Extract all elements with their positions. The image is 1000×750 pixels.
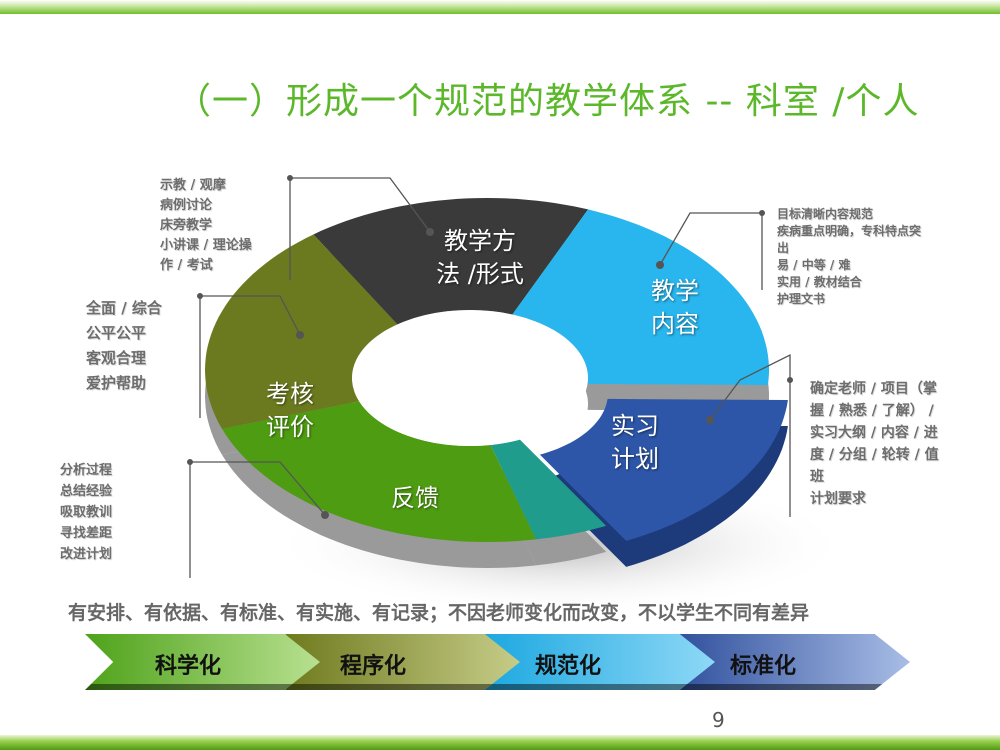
process-step-2: 程序化: [285, 634, 520, 690]
process-step-label: 规范化: [535, 654, 602, 679]
note-teaching-method: 示教 / 观摩 病例讨论 床旁教学 小讲课 / 理论操 作 / 考试: [160, 178, 252, 273]
segment-label-assessment: 考核评价: [245, 378, 335, 444]
connector-lines: [189, 177, 791, 578]
note-teaching-content: 目标清晰内容规范 疾病重点明确，专科特点突 出 易 / 中等 / 难 实用 / …: [777, 207, 922, 306]
label-line: 考核: [266, 380, 314, 408]
label-line: 教学方: [444, 227, 516, 255]
donut-hole: [352, 310, 588, 446]
donut-segment-teal: [490, 439, 607, 540]
process-step-1: 科学化: [85, 634, 320, 690]
donut-segment-teaching-content: [512, 209, 769, 385]
page-number: 9: [712, 708, 725, 732]
segment-label-teaching-content: 教学内容: [630, 275, 720, 341]
process-step-label: 标准化: [730, 654, 797, 679]
bottom-decor-bar: [0, 735, 1000, 750]
top-decor-bar: [0, 0, 1000, 14]
slide-title: （一）形成一个规范的教学体系 -- 科室 /个人: [175, 81, 920, 122]
note-assessment: 全面 / 综合 公平公平 客观合理 爱护帮助: [86, 299, 162, 392]
donut-segment-teaching-method: [313, 198, 589, 325]
summary-text: 有安排、有依据、有标准、有实施、有记录；不因老师变化而改变，不以学生不同有差异: [68, 602, 810, 624]
segment-label-internship-plan: 实习计划: [590, 410, 680, 476]
process-step-label: 程序化: [340, 654, 407, 679]
note-internship-plan: 确定老师 / 项目（掌 握 / 熟悉 / 了解） / 实习大纲 / 内容 / 进…: [810, 381, 939, 507]
label-line: 法 /形式: [436, 260, 524, 288]
label-line: 教学: [651, 277, 699, 305]
label-line: 评价: [266, 413, 314, 441]
label-line: 计划: [611, 445, 659, 473]
label-line: 内容: [651, 310, 699, 338]
connector-dots: [187, 175, 793, 519]
segment-label-teaching-method: 教学方法 /形式: [420, 225, 540, 291]
note-feedback: 分析过程 总结经验 吸取教训 寻找差距 改进计划: [60, 463, 113, 562]
label-line: 反馈: [391, 484, 439, 512]
donut-segment-internship-plan: [539, 398, 788, 541]
segment-label-feedback: 反馈: [370, 482, 460, 515]
label-line: 实习: [611, 412, 659, 440]
process-step-label: 科学化: [155, 654, 222, 679]
donut-segment-feedback: [222, 401, 536, 542]
